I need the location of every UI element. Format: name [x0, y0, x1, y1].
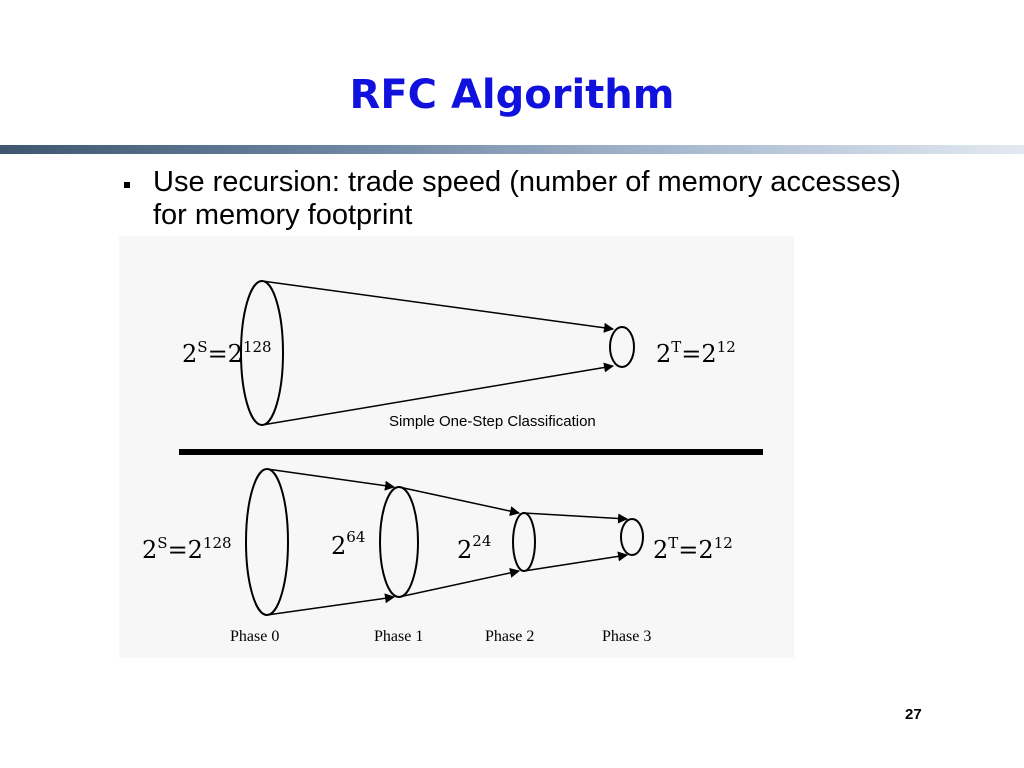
phase0-lower-arrow — [266, 593, 395, 616]
lower-mapping-arrow — [261, 362, 614, 426]
phase1-ellipse — [379, 486, 419, 598]
phase-label-2: Phase 2 — [485, 628, 534, 645]
bullet-marker-icon — [124, 182, 130, 188]
bullet-text: Use recursion: trade speed (number of me… — [153, 166, 901, 231]
phase1-upper-arrow — [398, 486, 520, 516]
phase1-lower-arrow — [398, 568, 520, 598]
phase2-ellipse — [512, 512, 536, 572]
output-size-label: 2T=212 — [656, 338, 736, 368]
phase-label-3: Phase 3 — [602, 628, 651, 645]
input-size-label: 2S=2128 — [182, 338, 272, 368]
phase2-lower-arrow — [523, 551, 628, 572]
phase0-size-label: 2S=2128 — [142, 534, 232, 564]
one-step-caption: Simple One-Step Classification — [389, 413, 596, 430]
rfc-diagram-svg: 2S=2128 2T=212 Simple One-Step Classific… — [142, 280, 763, 645]
phase3-ellipse — [620, 518, 644, 556]
phase-label-1: Phase 1 — [374, 628, 423, 645]
phase0-ellipse — [245, 468, 289, 616]
one-step-diagram: 2S=2128 2T=212 Simple One-Step Classific… — [182, 280, 736, 430]
phase-label-0: Phase 0 — [230, 628, 279, 645]
phase2-size-label: 224 — [457, 532, 491, 564]
output-space-ellipse — [609, 326, 635, 368]
phase3-size-label: 2T=212 — [653, 534, 733, 564]
title-divider — [0, 145, 1024, 154]
phase2-upper-arrow — [523, 512, 628, 524]
rfc-diagram: 2S=2128 2T=212 Simple One-Step Classific… — [119, 236, 794, 658]
multi-phase-diagram: 2S=2128 264 224 2T=212 Phase 0 Phase 1 P… — [142, 468, 733, 645]
phase1-size-label: 264 — [331, 528, 365, 560]
slide-number: 27 — [905, 706, 922, 723]
upper-mapping-arrow — [261, 280, 614, 333]
slide-title: RFC Algorithm — [349, 72, 675, 118]
phase0-upper-arrow — [266, 468, 395, 491]
